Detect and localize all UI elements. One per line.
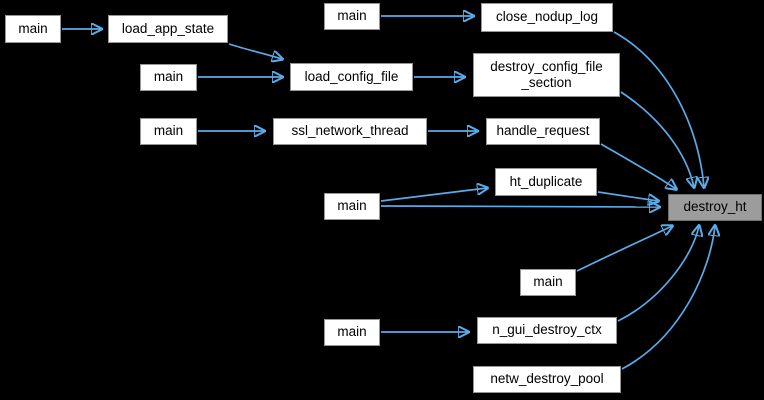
node-n-gui-destroy-ctx[interactable]: n_gui_destroy_ctx (477, 317, 617, 344)
node-main-1[interactable]: main (5, 15, 61, 43)
node-destroy-config-file-section[interactable]: destroy_config_file _section (473, 53, 620, 97)
node-netw-destroy-pool[interactable]: netw_destroy_pool (473, 366, 621, 393)
node-label-line-2: _section (521, 75, 572, 90)
edge-close_nodup_log-destroy_ht (613, 31, 704, 187)
node-load-app-state[interactable]: load_app_state (108, 15, 228, 43)
node-main-2[interactable]: main (324, 3, 380, 30)
node-label: ht_duplicate (509, 173, 583, 189)
node-label: ssl_network_thread (291, 123, 409, 139)
node-main-5[interactable]: main (324, 193, 380, 220)
edge-netw_destroy_pool-destroy_ht (621, 226, 715, 370)
node-main-3[interactable]: main (140, 64, 197, 91)
node-main-6[interactable]: main (520, 269, 576, 296)
node-ht-duplicate[interactable]: ht_duplicate (495, 168, 597, 196)
node-label: destroy_ht (683, 199, 747, 215)
edge-main5-ht_duplicate (380, 188, 487, 202)
node-main-7[interactable]: main (324, 319, 380, 346)
edge-main5-destroy_ht (380, 206, 659, 207)
edge-destroy_config_file_section-destroy_ht (620, 91, 694, 187)
edge-main6-destroy_ht (576, 226, 672, 272)
node-label: main (533, 274, 563, 290)
node-label: load_app_state (121, 20, 215, 36)
node-destroy-ht-focus: destroy_ht (668, 194, 762, 221)
edge-ht_duplicate-destroy_ht (597, 191, 658, 201)
node-label-line-1: destroy_config_file (490, 58, 603, 74)
node-close-nodup-log[interactable]: close_nodup_log (481, 3, 613, 32)
node-ssl-network-thread[interactable]: ssl_network_thread (273, 118, 427, 145)
node-label: main (337, 324, 367, 340)
node-label: main (153, 123, 184, 139)
node-label: handle_request (496, 123, 590, 139)
node-label: main (18, 20, 48, 36)
edge-load_app_state-load_config_file (228, 43, 282, 59)
edge-n_gui_destroy_ctx-destroy_ht (617, 226, 699, 322)
edge-handle_request-destroy_ht (600, 143, 676, 189)
node-handle-request[interactable]: handle_request (486, 118, 600, 145)
node-label: close_nodup_log (495, 9, 599, 25)
node-label: main (153, 69, 184, 85)
node-label: netw_destroy_pool (490, 371, 604, 387)
node-label: n_gui_destroy_ctx (492, 322, 602, 338)
node-label: load_config_file (304, 68, 399, 84)
node-load-config-file[interactable]: load_config_file (290, 63, 413, 91)
node-label: main (337, 198, 367, 214)
node-main-4[interactable]: main (140, 118, 197, 145)
node-label: main (337, 8, 367, 24)
